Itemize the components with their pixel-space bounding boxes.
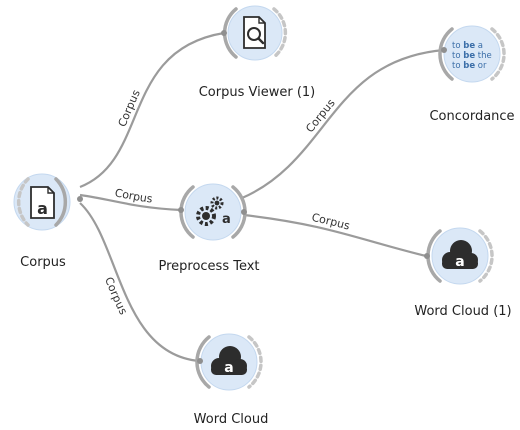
gears-a-icon: a xyxy=(196,196,231,227)
corpus-icon-letter: a xyxy=(37,199,48,218)
concordance-icon-line: to be the xyxy=(452,51,492,61)
concordance-icon-word: a xyxy=(475,41,483,51)
node-corpus-viewer[interactable]: Corpus Viewer (1) xyxy=(199,5,316,100)
node-word-cloud[interactable]: a Word Cloud xyxy=(194,333,269,427)
node-label-word-cloud: Word Cloud xyxy=(194,412,269,427)
concordance-icon-word: be xyxy=(463,41,475,51)
node-label-corpus: Corpus xyxy=(20,255,66,270)
corpus-document-icon: a xyxy=(30,186,55,219)
node-label-concordance: Concordance xyxy=(429,109,514,124)
link-preprocess-text-to-concordance[interactable]: Corpus xyxy=(240,48,446,200)
node-label-word-cloud-1: Word Cloud (1) xyxy=(414,304,511,319)
preprocess-icon-letter: a xyxy=(222,212,231,227)
concordance-icon-word: be xyxy=(463,51,475,61)
concordance-icon-line: to be or xyxy=(452,61,487,71)
concordance-icon-word: to xyxy=(452,61,463,71)
concordance-icon-word: to xyxy=(452,41,463,51)
concordance-icon-word: the xyxy=(475,51,492,61)
concordance-icon-word: be xyxy=(463,61,475,71)
node-corpus[interactable]: a Corpus xyxy=(13,173,83,270)
node-label-preprocess-text: Preprocess Text xyxy=(158,259,259,274)
node-preprocess-text[interactable]: a Preprocess Text xyxy=(158,183,260,274)
concordance-icon-line: to be a xyxy=(452,41,483,51)
concordance-icon-word: to xyxy=(452,51,463,61)
link-corpus-to-preprocess-text[interactable]: Corpus xyxy=(78,186,183,212)
cloud-icon-letter: a xyxy=(224,360,233,376)
node-word-cloud-1[interactable]: a Word Cloud (1) xyxy=(414,227,512,319)
link-corpus-to-corpus-viewer[interactable]: Corpus xyxy=(78,31,226,189)
cloud-a-icon: a xyxy=(211,346,247,376)
cloud-a-icon: a xyxy=(442,240,478,270)
concordance-icon-word: or xyxy=(475,61,487,71)
cloud-icon-letter: a xyxy=(455,254,464,270)
link-preprocess-text-to-word-cloud-1[interactable]: Corpus xyxy=(242,211,428,258)
node-label-corpus-viewer: Corpus Viewer (1) xyxy=(199,85,316,100)
document-search-icon xyxy=(243,16,266,49)
link-corpus-to-word-cloud[interactable]: Corpus xyxy=(78,201,202,363)
